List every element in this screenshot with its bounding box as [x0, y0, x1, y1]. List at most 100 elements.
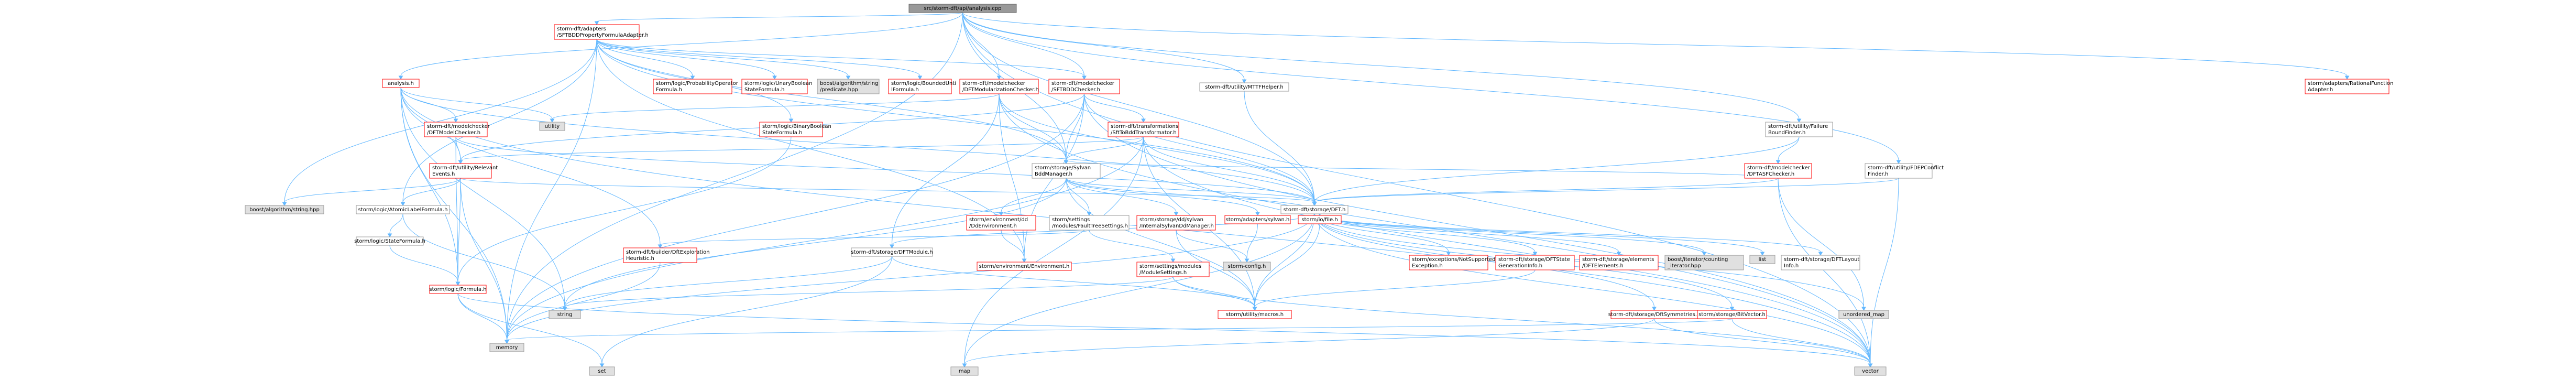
node-bitvector[interactable]: storm/storage/BitVector.h — [1697, 310, 1767, 319]
edge-line — [596, 39, 1315, 203]
node-dfth[interactable]: storm-dft/storage/DFT.h — [1280, 205, 1349, 214]
node-sylvanpub[interactable]: storm/environment/dd/DdEnvironment.h — [966, 215, 1036, 231]
node-modsettings[interactable]: storm/settings/modules/ModuleSettings.h — [1136, 262, 1210, 277]
edge-root-to-mttf — [962, 12, 1247, 83]
edge-arrowhead — [788, 118, 794, 123]
edge-analysis-to-formula — [400, 87, 461, 286]
node-box — [908, 4, 1017, 13]
edge-arrowhead — [1082, 75, 1087, 80]
edge-sylvanpub-to-envenv — [1001, 230, 1027, 263]
node-analysis[interactable]: analysis.h — [382, 79, 420, 88]
node-label: string — [557, 312, 573, 318]
node-dftmodule[interactable]: storm-dft/storage/DFTModule.h — [851, 247, 933, 257]
node-adapsylvan[interactable]: storm/adapters/sylvan.h — [1224, 215, 1291, 224]
node-label: src/storm-dft/api/analysis.cpp — [924, 6, 1002, 12]
edge-line — [1254, 269, 1536, 308]
node-label: storm-dft/storage/DFTModule.h — [851, 249, 933, 255]
edge-atomiclabel-to-string — [402, 213, 567, 311]
node-dftasf[interactable]: storm-dft/modelchecker/DFTASFChecker.h — [1744, 163, 1812, 179]
node-faulttree[interactable]: storm/settings/modules/FaultTreeSettings… — [1049, 215, 1130, 231]
node-label: storm/logic/BinaryBoolean — [762, 124, 831, 129]
edge-line — [1001, 178, 1067, 213]
edge-arrowhead — [1446, 252, 1451, 256]
node-mttf[interactable]: storm-dft/utility/MTTFHelper.h — [1199, 82, 1289, 92]
node-envenv[interactable]: storm/environment/Environment.h — [977, 262, 1072, 271]
edge-line — [460, 136, 1144, 161]
edge-line — [1778, 178, 1864, 308]
node-label: Exception.h — [1412, 263, 1443, 269]
node-box — [977, 262, 1072, 271]
node-label: storm/storage/BitVector.h — [1698, 312, 1766, 318]
edge-arrowhead — [2344, 75, 2350, 80]
edge-arrowhead — [1170, 258, 1176, 263]
edge-line — [596, 39, 849, 77]
edge-line — [400, 87, 553, 120]
edge-arrowhead — [282, 202, 287, 206]
edge-root-to-memory — [505, 12, 963, 344]
node-label: storm-dft/utility/Failure — [1768, 124, 1828, 129]
node-label: /DFTElements.h — [1582, 263, 1624, 269]
edge-arrowhead — [1775, 160, 1781, 164]
node-label: storm/storage/dd/sylvan — [1139, 217, 1203, 223]
edge-line — [1314, 213, 1705, 253]
node-label: StateFormula.h — [762, 130, 802, 136]
node-iofile[interactable]: storm/io/file.h — [1298, 215, 1342, 224]
edge-arrowhead — [962, 363, 967, 367]
node-stateformula[interactable]: storm/logic/StateFormula.h — [354, 236, 425, 246]
node-sftbddtrans[interactable]: storm-dft/transformations/SftToBddTransf… — [1108, 122, 1179, 137]
edge-sftbddchk-to-sftbddtrans — [1084, 93, 1146, 123]
edge-line — [1001, 230, 1025, 259]
edge-bitvector-to-memory — [505, 318, 1733, 344]
edge-arrowhead — [1252, 307, 1257, 311]
node-dftsym[interactable]: storm-dft/storage/DftSymmetries.h — [1608, 310, 1700, 319]
edge-sylvanbdd-to-internalsylvan — [1066, 178, 1179, 216]
node-label: set — [598, 368, 606, 374]
node-adapter[interactable]: storm-dft/adapters/SFTBDDPropertyFormula… — [554, 24, 649, 40]
node-box — [1765, 122, 1833, 137]
node-stormconfig: storm-config.h — [1223, 262, 1271, 271]
node-builder[interactable]: storm-dft/builder/DftExplorationHeuristi… — [623, 247, 710, 263]
edge-line — [457, 293, 507, 341]
edge-arrowhead — [594, 21, 599, 25]
node-formula[interactable]: storm/logic/Formula.h — [429, 285, 487, 294]
node-root[interactable]: src/storm-dft/api/analysis.cpp — [908, 4, 1017, 13]
node-dftmodchk[interactable]: storm-dft/modelchecker/DFTModularization… — [959, 79, 1039, 94]
node-label: _iterator.hpp — [1667, 263, 1701, 269]
node-internalsylvan[interactable]: storm/storage/dd/sylvan/InternalSylvanDd… — [1136, 215, 1216, 231]
node-box — [1108, 122, 1179, 137]
node-macros[interactable]: storm/utility/macros.h — [1218, 310, 1292, 319]
edge-line — [1172, 276, 1871, 364]
node-box — [356, 236, 424, 246]
node-label: storm/settings — [1052, 217, 1090, 223]
edge-arrowhead — [657, 244, 663, 248]
node-label: storm-dft/storage/DFT.h — [1284, 207, 1346, 213]
edge-line — [455, 136, 458, 283]
edge-line — [1254, 213, 1315, 308]
node-box — [1280, 205, 1349, 214]
node-box — [950, 366, 979, 376]
node-atomiclabel[interactable]: storm/logic/AtomicLabelFormula.h — [356, 205, 450, 214]
edge-arrowhead — [1064, 160, 1069, 164]
edge-sylvanbdd-to-string — [562, 178, 1067, 311]
node-label: Finder.h — [1868, 171, 1888, 177]
node-sftbddchk[interactable]: storm-dft/modelchecker/SFTBDDChecker.h — [1048, 79, 1120, 94]
edge-line — [962, 12, 1084, 77]
node-dftstategen[interactable]: storm-dft/storage/DFTStateGenerationInfo… — [1495, 255, 1575, 270]
node-dftelements[interactable]: storm-dft/storage/elements/DFTElements.h — [1579, 255, 1659, 270]
edge-arrowhead — [1868, 363, 1873, 367]
node-dftmodelchecker[interactable]: storm-dft/modelchecker/DFTModelChecker.h — [424, 122, 490, 137]
edge-sylvanbdd-to-macros — [1066, 178, 1257, 311]
node-label: storm-dft/storage/DFTState — [1498, 257, 1570, 263]
edge-root-to-failbound — [962, 12, 1802, 123]
